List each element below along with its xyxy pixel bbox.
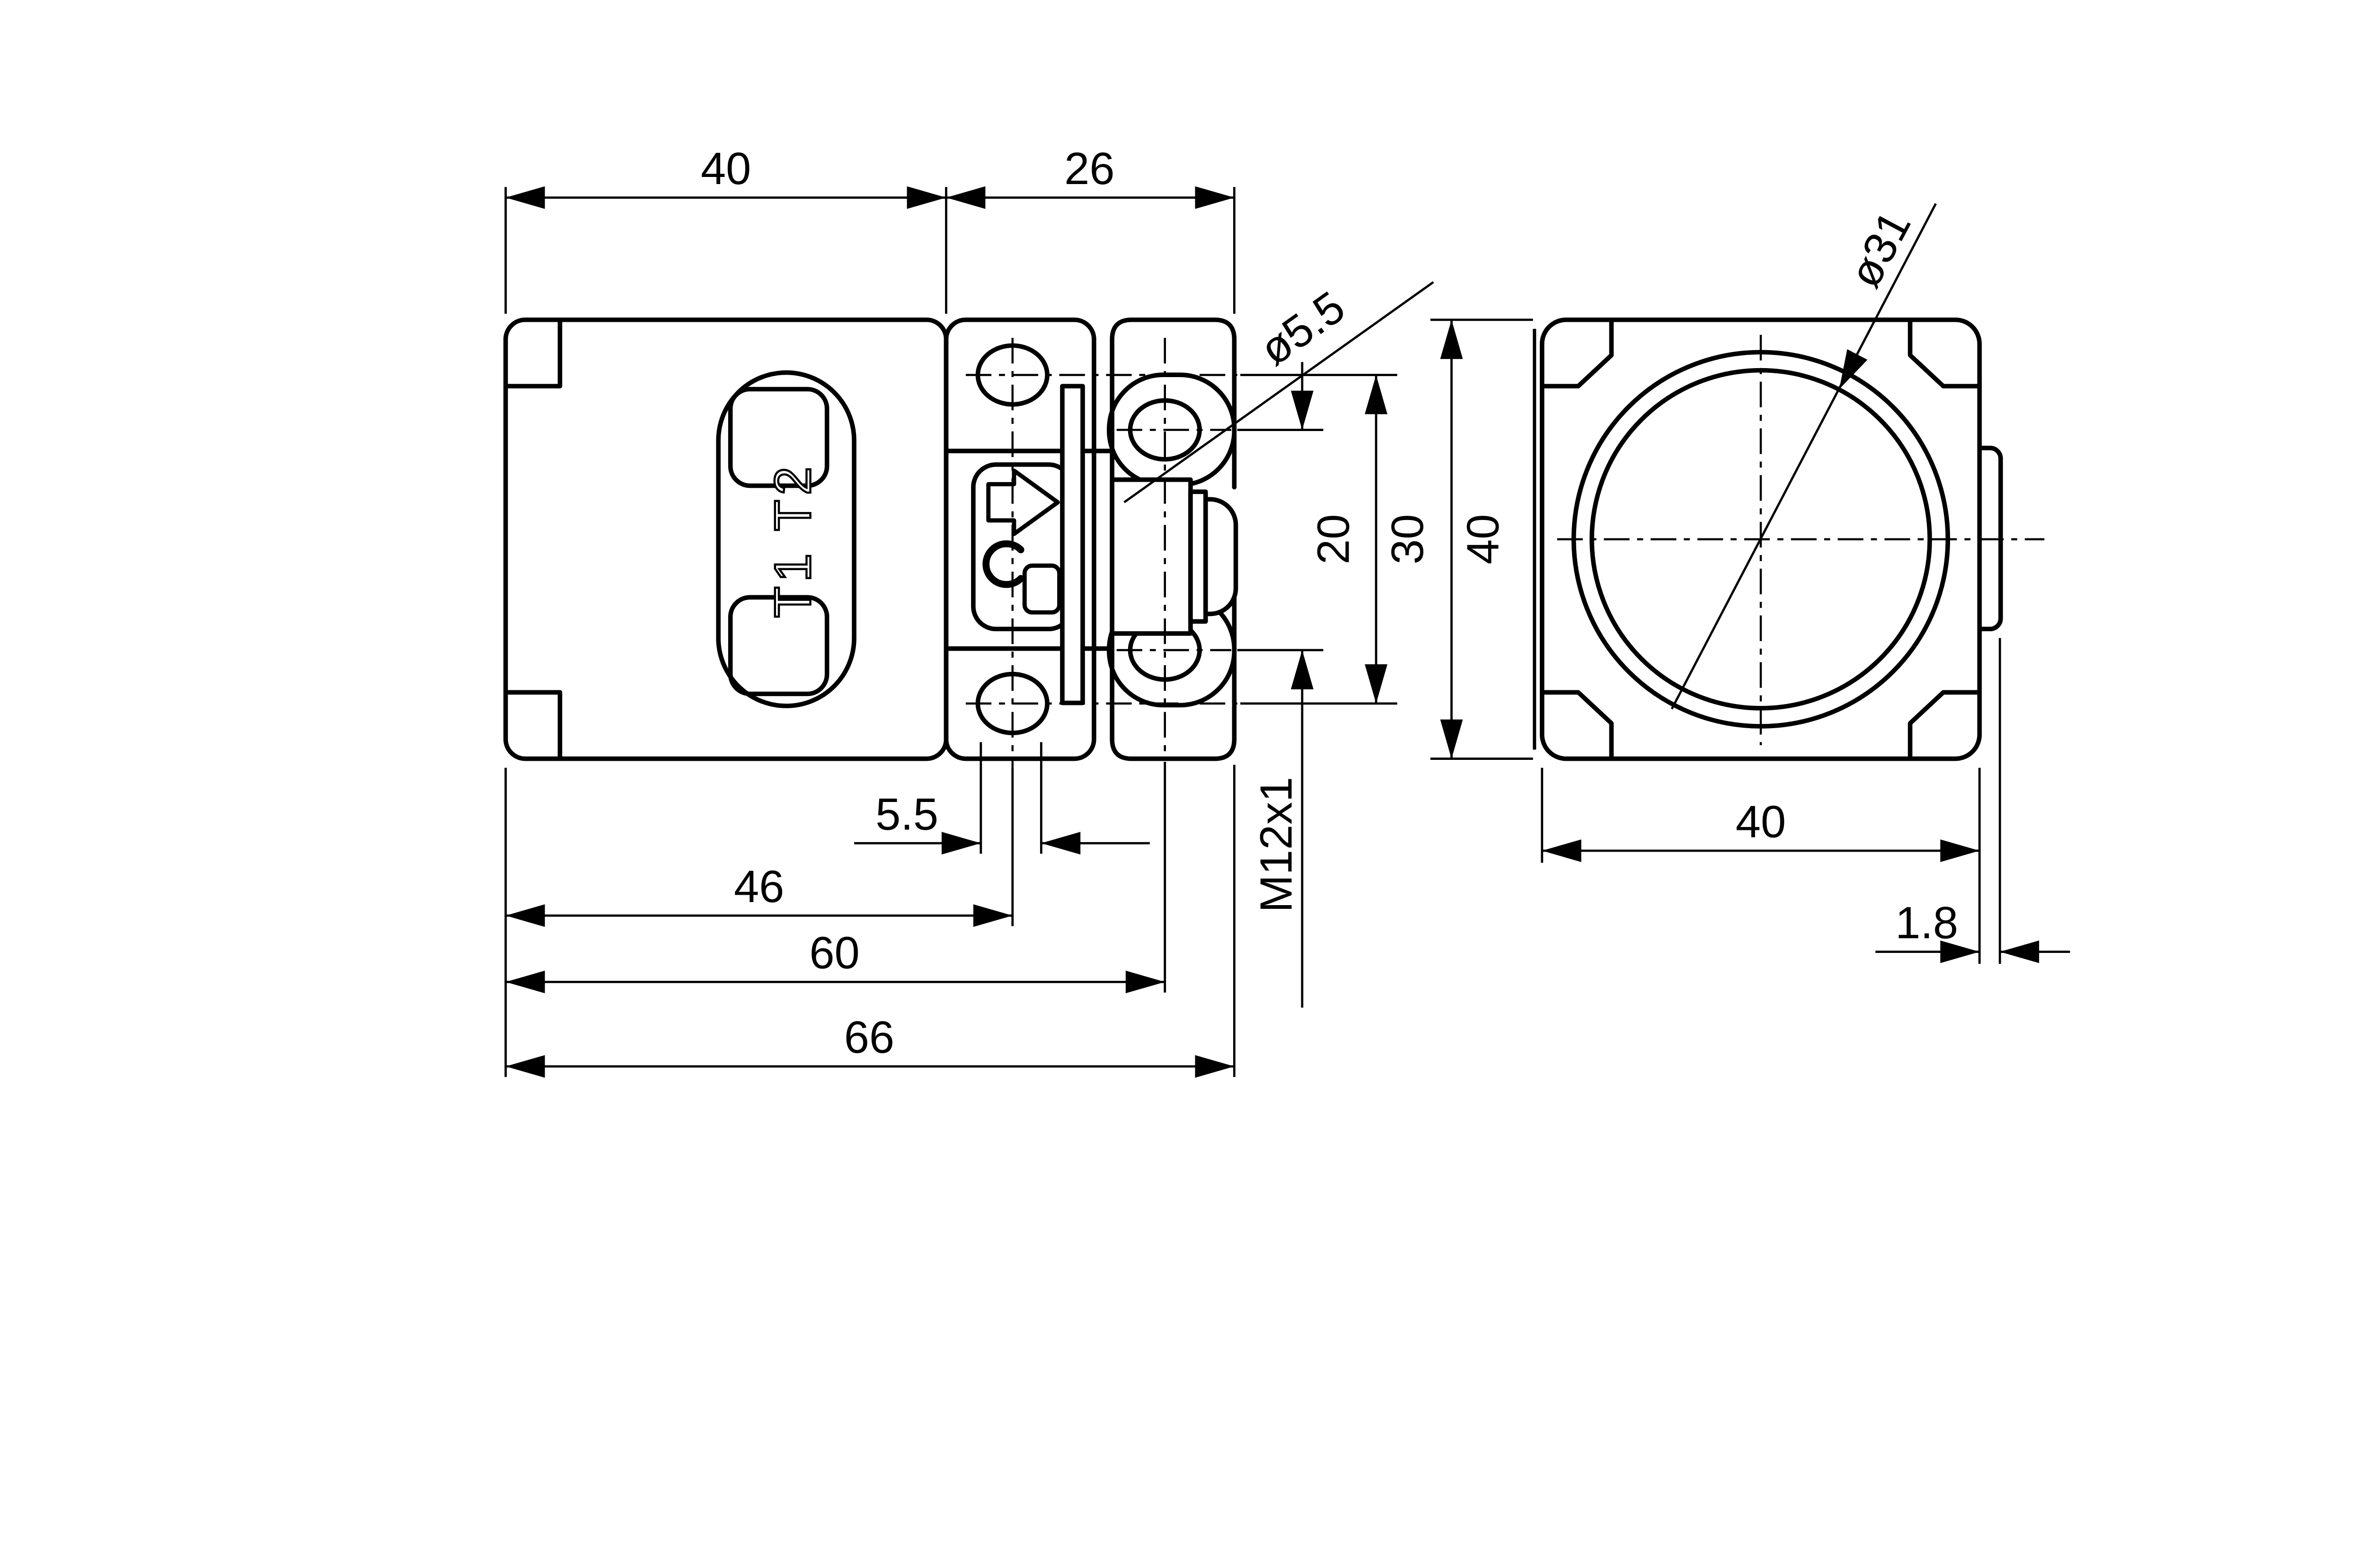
dim-text-bracket-width: 26 bbox=[1064, 143, 1114, 194]
corner-pocket-bottom-right bbox=[1907, 690, 1980, 759]
arrowhead bbox=[505, 904, 545, 927]
drawing-sheet: T1 T2 bbox=[503, 143, 2070, 1078]
dim-text-plate-thickness: 1.8 bbox=[1895, 898, 1958, 948]
extension-lines-top bbox=[504, 187, 1236, 314]
dim-text-60: 60 bbox=[809, 928, 859, 978]
clamp-plate bbox=[1060, 384, 1085, 705]
front-view bbox=[1533, 317, 2045, 761]
arrowhead bbox=[505, 1055, 545, 1078]
body-corner-notch-top bbox=[506, 319, 563, 388]
dim-text-mount-hole-spacing: 30 bbox=[1382, 514, 1433, 564]
padlock-shackle-icon bbox=[982, 540, 1024, 588]
dim-text-front-height: 40 bbox=[1457, 514, 1508, 564]
arrowhead bbox=[505, 186, 545, 209]
corner-pocket-top-right bbox=[1907, 319, 1980, 388]
extension-lines-front-width bbox=[1541, 767, 1981, 964]
side-view: T1 T2 bbox=[503, 317, 1238, 768]
extension-lines-20 bbox=[1237, 429, 1324, 652]
arrowhead bbox=[1940, 940, 1980, 963]
arrowhead bbox=[1440, 319, 1463, 359]
label-plate bbox=[716, 370, 856, 708]
label-pad-top bbox=[728, 387, 830, 488]
arrowhead bbox=[1125, 970, 1165, 994]
arrowhead bbox=[1542, 839, 1581, 862]
padlock-body-icon bbox=[1022, 564, 1062, 615]
arrowhead bbox=[941, 832, 981, 855]
arrowhead bbox=[1195, 1055, 1235, 1078]
dim-text-hole-diameter: ø5.5 bbox=[1251, 282, 1354, 375]
dim-text-body-width: 40 bbox=[701, 143, 751, 194]
leader-active-face-diameter bbox=[1670, 203, 1937, 710]
body-corner-notch-bottom bbox=[506, 690, 563, 759]
arrowhead bbox=[1440, 719, 1463, 759]
arrowhead bbox=[1195, 186, 1235, 209]
leader-hole-diameter bbox=[1123, 281, 1434, 503]
arrowhead bbox=[1365, 375, 1387, 414]
dim-text-46: 46 bbox=[734, 861, 784, 912]
arrowhead bbox=[1365, 664, 1387, 704]
extension-lines-30 bbox=[1240, 374, 1397, 705]
extension-lines-front-height bbox=[1430, 318, 1533, 760]
sensor-dimension-drawing: T1 T2 bbox=[503, 143, 2070, 1078]
arrowhead bbox=[1290, 390, 1314, 430]
extension-lines-slot-width bbox=[980, 742, 1042, 854]
arrowhead bbox=[907, 186, 946, 209]
sensor-marking-text: T1 T2 bbox=[764, 462, 821, 618]
dim-text-66: 66 bbox=[844, 1012, 894, 1063]
dim-text-slot-width: 5.5 bbox=[875, 789, 938, 839]
dim-text-active-face-diameter: ø31 bbox=[1839, 203, 1921, 296]
corner-pocket-bottom-left bbox=[1542, 690, 1614, 759]
connector-cap bbox=[1203, 497, 1238, 617]
dimensions: 40 26 ø5.5 20 M12x1 30 40 5.5 bbox=[504, 143, 2070, 1078]
arrowhead bbox=[1940, 839, 1980, 862]
label-pad-bottom bbox=[728, 595, 830, 696]
arrowhead bbox=[946, 186, 986, 209]
corner-pocket-top-left bbox=[1542, 319, 1614, 388]
arrowhead bbox=[1290, 650, 1314, 689]
arrowhead bbox=[505, 970, 545, 994]
arrow-icon bbox=[986, 468, 1060, 537]
arrowhead bbox=[1041, 832, 1081, 855]
arrowhead bbox=[1839, 349, 1868, 389]
connector-base bbox=[1110, 477, 1193, 636]
sensor-body-outline bbox=[503, 317, 949, 761]
connector-collar bbox=[1188, 489, 1208, 624]
mount-section-outline bbox=[944, 317, 1096, 761]
dim-text-connector-hole-spacing: 20 bbox=[1308, 514, 1359, 564]
arrowhead bbox=[2000, 940, 2039, 963]
arrowhead bbox=[973, 904, 1013, 927]
dim-text-front-width: 40 bbox=[1736, 796, 1786, 847]
thread-callout-text: M12x1 bbox=[1251, 777, 1302, 913]
